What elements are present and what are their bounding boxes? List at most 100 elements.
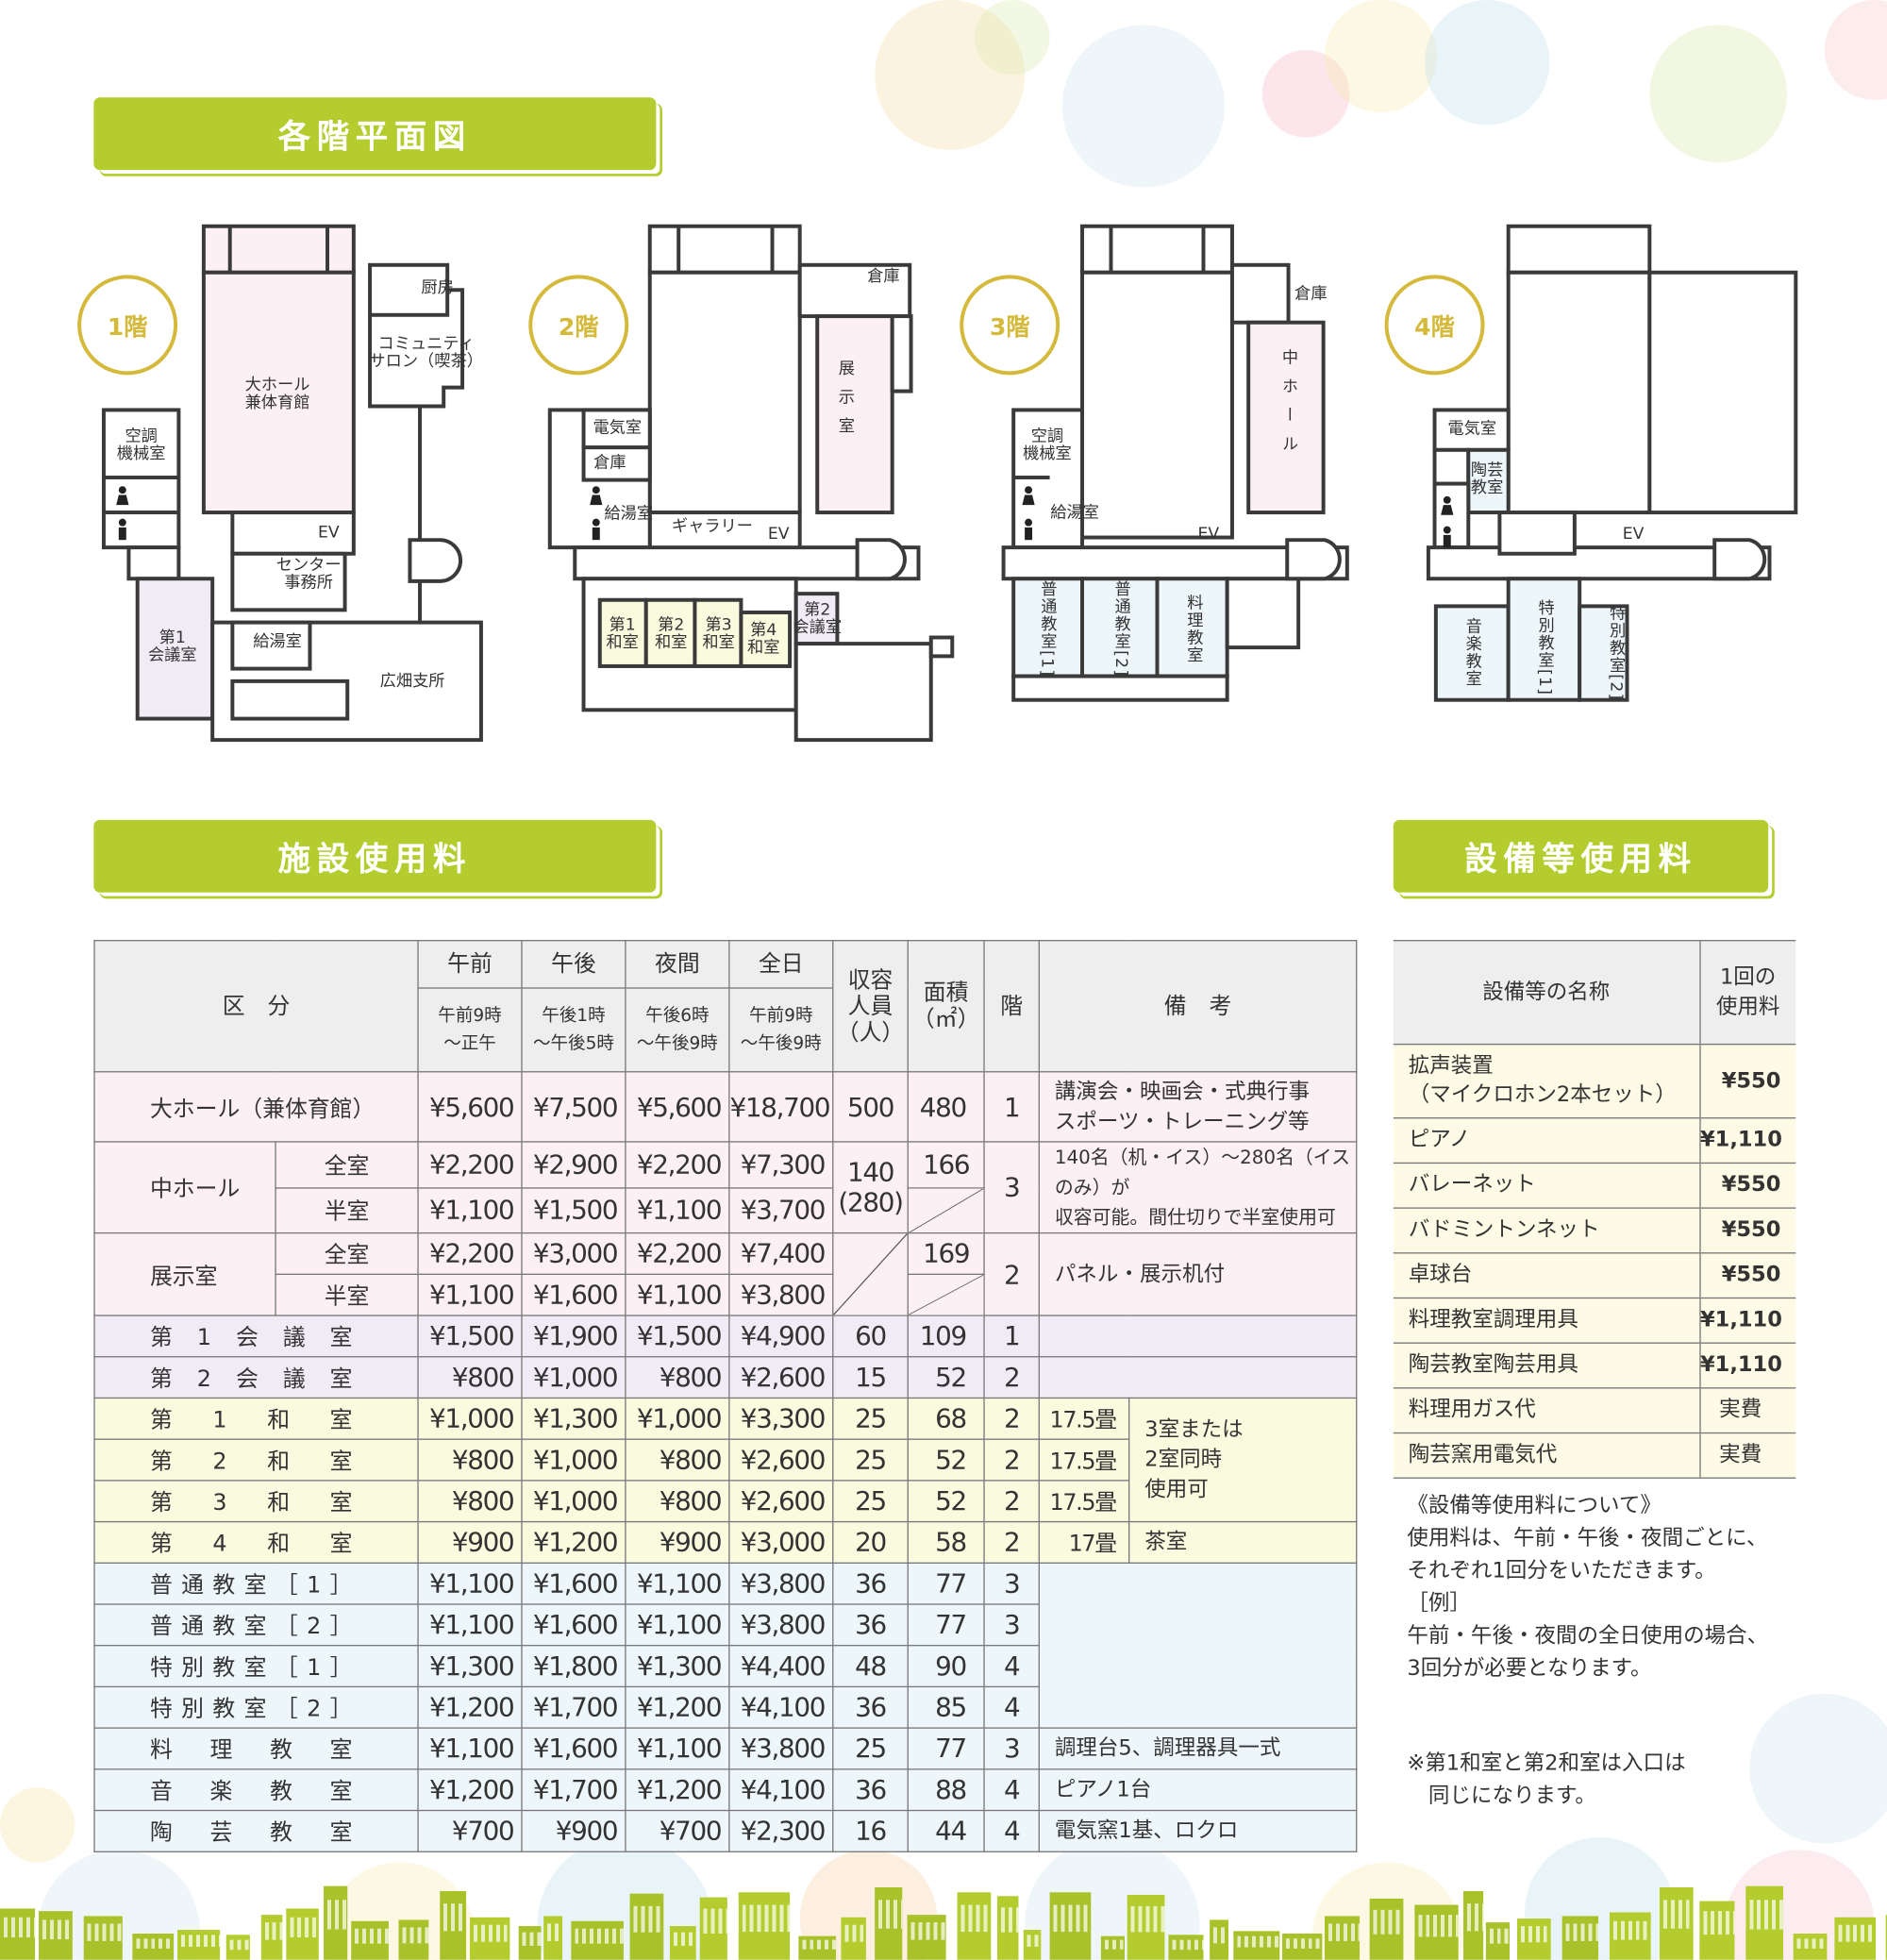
- fee-night: ¥2,200: [625, 1231, 730, 1275]
- fee-morning: ¥800: [417, 1438, 523, 1482]
- capacity: 25: [832, 1727, 909, 1770]
- watercolor-circle: [1261, 49, 1350, 138]
- notes: 茶室: [1128, 1520, 1358, 1564]
- not-applicable-slash: [909, 1275, 983, 1315]
- notes: [1038, 1315, 1358, 1358]
- floor: 2: [983, 1480, 1040, 1523]
- building-silhouette: [1609, 1912, 1651, 1960]
- table-row: 拡声装置 （マイクロホン2本セット）¥550: [1393, 1044, 1796, 1119]
- not-applicable-slash: [834, 1233, 907, 1315]
- capacity: 25: [832, 1438, 909, 1482]
- notes: [1038, 1356, 1358, 1399]
- area: 77: [907, 1727, 985, 1770]
- room-label-f2-electric: 電気室: [593, 418, 643, 438]
- floor: 3: [983, 1603, 1040, 1647]
- equipment-price: ¥1,110: [1698, 1343, 1796, 1389]
- fee-night: ¥1,100: [625, 1186, 730, 1234]
- floor-plans: [101, 224, 1798, 743]
- fee-afternoon: ¥1,200: [521, 1520, 626, 1564]
- room-label-f1-hvac: 空調 機械室: [116, 427, 166, 464]
- building-silhouette: [798, 1935, 837, 1960]
- notes: 3室または 2室同時 使用可: [1128, 1397, 1358, 1523]
- building-silhouette: [1561, 1916, 1599, 1960]
- room-name-text: 第2会議室: [149, 1365, 353, 1393]
- table-row: 料理用ガス代実費: [1393, 1387, 1796, 1434]
- building-silhouette: [225, 1935, 250, 1960]
- building-silhouette: [398, 1919, 429, 1960]
- equipment-fee-explanation: 《設備等使用料について》 使用料は、午前・午後・夜間ごとに、 それぞれ1回分をい…: [1407, 1493, 1769, 1682]
- header-morning-time: 午前9時 〜正午: [417, 987, 523, 1073]
- tatami-size: 17.5畳: [1038, 1397, 1130, 1440]
- fee-morning: ¥2,200: [417, 1141, 523, 1188]
- room-name: 第1和室: [93, 1397, 419, 1440]
- room-name-text: 普通教室［1］: [149, 1572, 353, 1600]
- equipment-name: バレーネット: [1393, 1163, 1700, 1209]
- notes: パネル・展示机付: [1038, 1231, 1358, 1316]
- fee-night: ¥1,100: [625, 1727, 730, 1770]
- area: 52: [907, 1438, 985, 1482]
- section-title-floor-plans: 各階平面図: [93, 97, 657, 171]
- restroom-male-icon: [1443, 526, 1451, 548]
- fee-allday: ¥7,400: [728, 1231, 834, 1275]
- floor-plan-4: [1426, 224, 1798, 702]
- restroom-female-icon: [1022, 486, 1035, 506]
- room-label-f1-conf1: 第1 会議室: [147, 628, 197, 665]
- fee-allday: ¥3,800: [728, 1273, 834, 1316]
- fee-night: ¥1,100: [625, 1603, 730, 1647]
- room-section: 全室: [275, 1141, 419, 1188]
- building-silhouette: [518, 1926, 542, 1960]
- floor: 2: [983, 1356, 1040, 1399]
- building-silhouette: [1516, 1918, 1551, 1960]
- header-afternoon: 午後: [521, 940, 626, 989]
- fee-morning: ¥1,200: [417, 1768, 523, 1812]
- fee-afternoon: ¥1,900: [521, 1315, 626, 1358]
- restroom-male-icon: [118, 518, 126, 541]
- fee-afternoon: ¥1,000: [521, 1480, 626, 1523]
- equipment-name: 料理教室調理用具: [1393, 1298, 1700, 1344]
- room-name-text: 陶芸教室: [149, 1819, 353, 1847]
- facility-fee-table: 区 分 午前 午後 夜間 全日 収容 人員 （人） 面積 （㎡） 階 備 考 午…: [93, 940, 1358, 1852]
- tatami-size: 17.5畳: [1038, 1438, 1130, 1482]
- building-silhouette: [324, 1885, 348, 1960]
- restroom-male-icon: [1025, 518, 1033, 541]
- room-name-text: 第3和室: [149, 1489, 353, 1516]
- restroom-female-icon: [116, 486, 129, 506]
- equipment-name: 卓球台: [1393, 1252, 1700, 1299]
- building-silhouette: [470, 1917, 510, 1960]
- building-silhouette: [957, 1892, 992, 1960]
- fee-morning: ¥700: [417, 1809, 523, 1852]
- fee-allday: ¥3,800: [728, 1727, 834, 1770]
- building-silhouette: [1023, 1930, 1042, 1960]
- building-silhouette: [1485, 1922, 1510, 1960]
- tatami-size: 17.5畳: [1038, 1480, 1130, 1523]
- building-silhouette: [177, 1930, 221, 1960]
- fee-allday: ¥3,700: [728, 1186, 834, 1234]
- fee-morning: ¥800: [417, 1480, 523, 1523]
- room-name: 第2和室: [93, 1438, 419, 1482]
- area: [907, 1186, 985, 1234]
- fee-allday: ¥2,600: [728, 1356, 834, 1399]
- area: 109: [907, 1315, 985, 1358]
- floor: 1: [983, 1071, 1040, 1143]
- fee-night: ¥1,300: [625, 1645, 730, 1688]
- header-notes: 備 考: [1038, 940, 1358, 1073]
- room-label-f3-class1: 普通教室[1]: [1037, 579, 1057, 678]
- room-name: 大ホール（兼体育館）: [93, 1071, 419, 1143]
- fee-morning: ¥900: [417, 1520, 523, 1564]
- building-silhouette: [571, 1920, 624, 1960]
- fee-afternoon: ¥1,700: [521, 1685, 626, 1729]
- floor: 2: [983, 1520, 1040, 1564]
- notes: 調理台5、調理器具一式: [1038, 1727, 1358, 1770]
- room-name: 特別教室［1］: [93, 1645, 419, 1688]
- building-silhouette: [669, 1926, 696, 1960]
- fee-afternoon: ¥1,600: [521, 1727, 626, 1770]
- floor-badge-2: 2階: [528, 275, 629, 376]
- building-silhouette: [629, 1893, 664, 1960]
- notes: [1038, 1562, 1358, 1729]
- fee-allday: ¥4,100: [728, 1685, 834, 1729]
